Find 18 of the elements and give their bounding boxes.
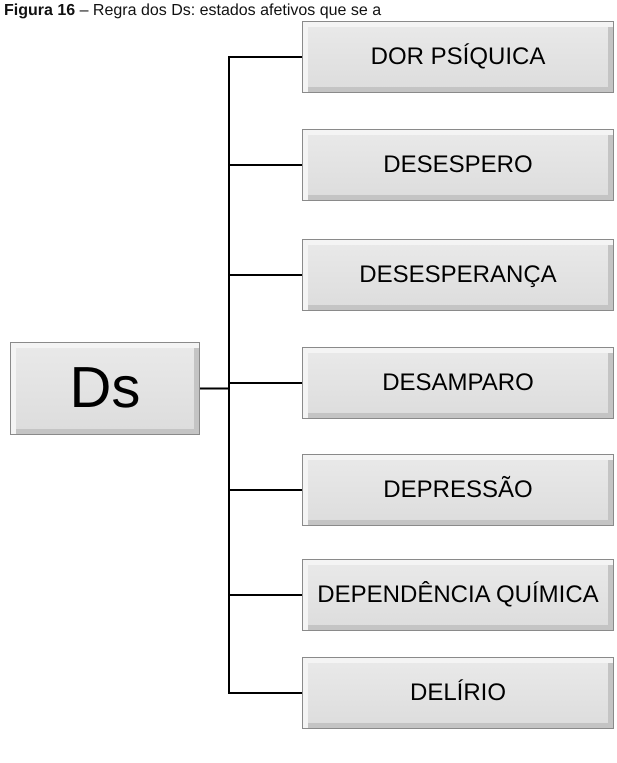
category-box (302, 559, 614, 631)
box-label: DELÍRIO (410, 680, 506, 706)
category-box (302, 657, 614, 729)
category-box (302, 21, 614, 93)
figure-title: Figura 16 – Regra dos Ds: estados afetivos que se a (4, 2, 382, 20)
box-label: DEPENDÊNCIA QUÍMICA (317, 582, 599, 608)
box-label: DEPRESSÃO (383, 477, 533, 503)
box-label: DESESPERO (383, 152, 533, 178)
box-label: DESAMPARO (382, 370, 534, 396)
category-box (302, 347, 614, 419)
connector-line (200, 388, 302, 694)
root-box (10, 342, 200, 435)
category-box (302, 129, 614, 201)
category-box (302, 239, 614, 311)
category-box (302, 454, 614, 526)
box-label: DOR PSÍQUICA (370, 44, 546, 70)
box-label: DESESPERANÇA (359, 262, 557, 288)
box-label: Ds (70, 358, 140, 419)
